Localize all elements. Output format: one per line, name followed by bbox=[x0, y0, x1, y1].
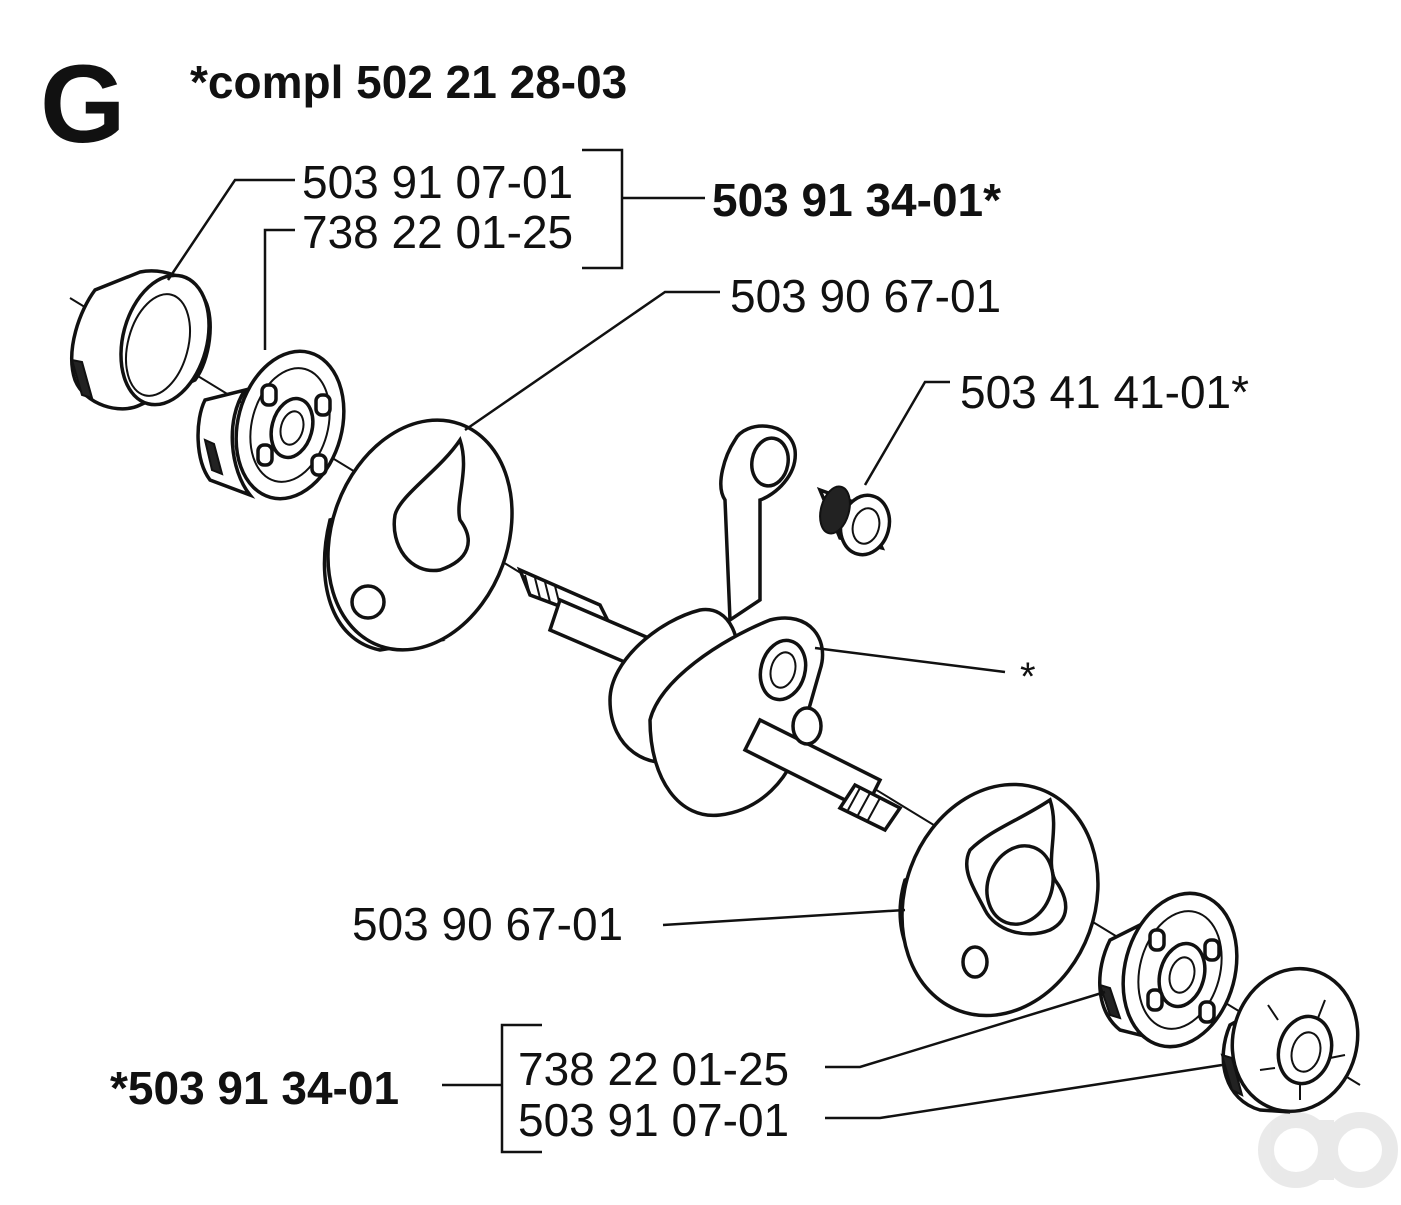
bracket-bottom-kit bbox=[500, 1023, 542, 1154]
label-bottom-seal: 503 91 07-01 bbox=[518, 1094, 789, 1146]
leader-top-seal bbox=[166, 178, 295, 281]
bottom-seal bbox=[1220, 966, 1360, 1114]
label-top-seal: 503 91 07-01 bbox=[302, 156, 573, 208]
label-needle-bearing: 503 41 41-01* bbox=[960, 366, 1249, 418]
label-crankshaft-mark: * bbox=[1020, 655, 1036, 699]
label-bottom-kit: *503 91 34-01 bbox=[110, 1062, 399, 1114]
bottom-ball-bearing bbox=[1098, 891, 1239, 1049]
watermark-logo bbox=[1258, 1112, 1398, 1188]
section-letter: G bbox=[40, 43, 126, 166]
bracket-top-kit bbox=[582, 148, 624, 270]
leader-bottom-seal bbox=[825, 1063, 1223, 1120]
leader-needle-bearing bbox=[863, 380, 950, 486]
leader-top-bearing bbox=[263, 228, 295, 350]
label-lower-crank-half: 503 90 67-01 bbox=[352, 898, 623, 950]
upper-crank-half bbox=[322, 418, 514, 652]
needle-bearing bbox=[816, 485, 892, 557]
top-ball-bearing bbox=[196, 349, 346, 501]
leader-bottom-bearing bbox=[825, 990, 1106, 1069]
top-seal-ring bbox=[70, 269, 212, 411]
label-bottom-bearing: 738 22 01-25 bbox=[518, 1043, 789, 1095]
assembly-title: *compl 502 21 28-03 bbox=[190, 56, 627, 108]
label-top-bearing: 738 22 01-25 bbox=[302, 206, 573, 258]
leader-crankshaft bbox=[814, 646, 1006, 674]
label-top-kit: 503 91 34-01* bbox=[712, 174, 1001, 226]
leader-lower-crank-half bbox=[662, 908, 906, 927]
crankshaft bbox=[516, 424, 903, 833]
lower-crank-half bbox=[898, 782, 1100, 1018]
leader-upper-crank-half bbox=[464, 290, 720, 432]
label-upper-crank-half: 503 90 67-01 bbox=[730, 270, 1001, 322]
